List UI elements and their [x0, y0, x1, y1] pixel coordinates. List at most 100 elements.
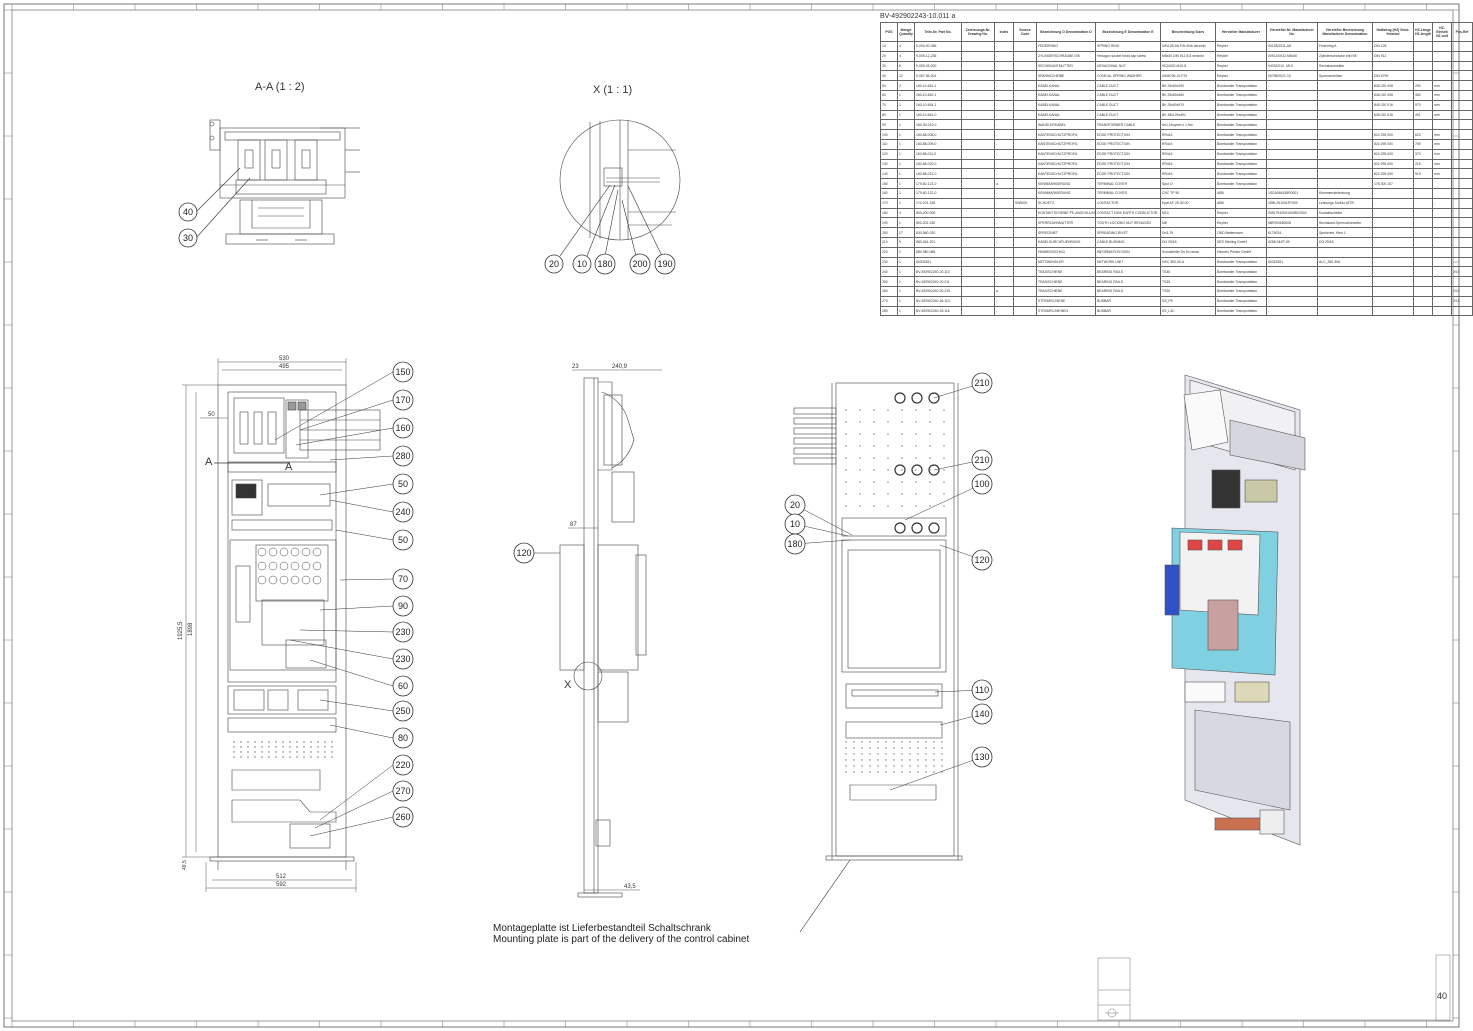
svg-text:200: 200 — [632, 259, 647, 269]
cable-bushing — [894, 464, 906, 476]
rear-mounting-holes — [845, 409, 945, 773]
mounting-hole — [331, 751, 333, 753]
mounting-hole — [873, 445, 875, 447]
svg-text:210: 210 — [974, 378, 989, 388]
mounting-hole — [901, 457, 903, 459]
leader-line — [329, 724, 394, 739]
mounting-hole — [941, 765, 943, 767]
svg-text:160: 160 — [395, 423, 410, 433]
mounting-hole — [324, 751, 326, 753]
section-marker-left: A — [205, 456, 213, 468]
mounting-hole — [887, 457, 889, 459]
mounting-hole — [845, 481, 847, 483]
note-leader — [799, 859, 851, 933]
mounting-hole — [917, 747, 919, 749]
mounting-hole — [845, 469, 847, 471]
mounting-hole — [240, 751, 242, 753]
mounting-hole — [303, 756, 305, 758]
mounting-hole — [324, 741, 326, 743]
mounting-hole — [275, 751, 277, 753]
bom-header-cell: Pos-Ref — [1451, 22, 1473, 42]
mounting-hole — [887, 481, 889, 483]
balloon-pos-230: 230 — [392, 648, 414, 670]
balloon-pos-20: 20 — [544, 254, 564, 274]
cable-bushing — [894, 522, 906, 534]
section-marker-right: A — [285, 461, 293, 473]
svg-text:120: 120 — [516, 548, 531, 558]
svg-text:80: 80 — [398, 733, 408, 743]
leader-line — [794, 504, 853, 536]
terminal-ring — [268, 575, 278, 585]
dim-front-1925: 1925,5 — [178, 621, 184, 640]
mounting-hole — [845, 759, 847, 761]
leader-line — [889, 756, 983, 791]
mounting-hole — [853, 771, 855, 773]
mounting-hole — [859, 505, 861, 507]
mounting-hole — [887, 469, 889, 471]
balloon-pos-120: 120 — [971, 549, 993, 571]
terminal-ring — [301, 547, 311, 557]
mounting-hole — [925, 765, 927, 767]
svg-text:250: 250 — [395, 706, 410, 716]
mounting-hole — [845, 493, 847, 495]
terminal-ring — [290, 575, 300, 585]
mounting-hole — [845, 771, 847, 773]
mounting-hole — [261, 741, 263, 743]
mounting-hole — [247, 756, 249, 758]
svg-text:130: 130 — [974, 752, 989, 762]
bom-header-cell: HZ-Einheit HZ-unit — [1432, 22, 1452, 42]
svg-text:150: 150 — [395, 367, 410, 377]
balloon-pos-90: 90 — [392, 595, 414, 617]
mounting-hole — [869, 741, 871, 743]
mounting-hole — [859, 421, 861, 423]
cable-bushing — [928, 392, 940, 404]
mounting-hole — [929, 469, 931, 471]
svg-text:40: 40 — [183, 207, 193, 217]
leader-line — [319, 483, 394, 496]
rear-cable-bushings — [894, 392, 940, 534]
balloon-pos-150: 150 — [392, 361, 414, 383]
mounting-hole — [873, 469, 875, 471]
mounting-hole — [845, 421, 847, 423]
terminal-ring — [312, 575, 322, 585]
mounting-hole — [901, 747, 903, 749]
mounting-hole — [317, 756, 319, 758]
mounting-hole — [331, 756, 333, 758]
mounting-hole — [877, 759, 879, 761]
terminal-ring — [301, 561, 311, 571]
balloon-pos-270: 270 — [392, 780, 414, 802]
mounting-hole — [917, 741, 919, 743]
mounting-hole — [859, 469, 861, 471]
mounting-hole — [917, 753, 919, 755]
mounting-hole — [887, 493, 889, 495]
mounting-hole — [885, 741, 887, 743]
mounting-hole — [296, 746, 298, 748]
mounting-hole — [909, 765, 911, 767]
cable-bushing — [894, 392, 906, 404]
dim-front-50: 50 — [208, 412, 215, 418]
svg-text:180: 180 — [787, 539, 802, 549]
mounting-hole — [887, 433, 889, 435]
balloon-pos-10: 10 — [784, 513, 806, 535]
mounting-hole — [933, 771, 935, 773]
dim-front-512: 512 — [276, 874, 287, 880]
balloon-pos-190: 190 — [654, 253, 676, 275]
mounting-hole — [893, 771, 895, 773]
mounting-hole — [861, 747, 863, 749]
mounting-hole — [915, 409, 917, 411]
mounting-hole — [303, 741, 305, 743]
mounting-hole — [873, 421, 875, 423]
mounting-hole — [247, 741, 249, 743]
front-dimension-lines — [182, 358, 357, 892]
mounting-hole — [268, 741, 270, 743]
svg-text:180: 180 — [597, 259, 612, 269]
dim-front-1898: 1898 — [188, 622, 194, 636]
mounting-plate-note: Montageplatte ist Lieferbestandteil Scha… — [493, 923, 801, 945]
side-dimension-lines — [568, 369, 662, 891]
